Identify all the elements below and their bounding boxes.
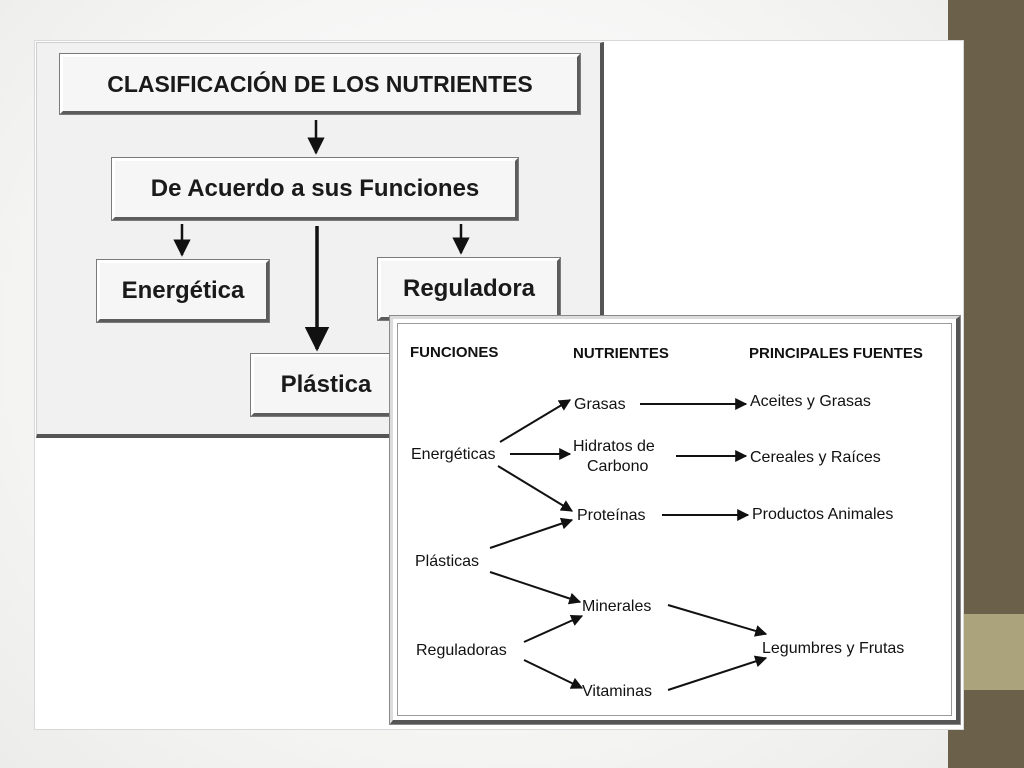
- nutrients-table-diagram: FUNCIONES NUTRIENTES PRINCIPALES FUENTES…: [410, 344, 923, 700]
- function-box-reguladora: Reguladora: [378, 258, 560, 320]
- arrow-reguladoras-minerales: [523, 614, 584, 643]
- arrow-plasticas-minerales: [489, 571, 582, 605]
- nutrient-hidratos-line2: Carbono: [587, 458, 648, 475]
- classification-arrows: [173, 120, 470, 352]
- header-nutrientes: NUTRIENTES: [573, 345, 669, 362]
- function-energeticas: Energéticas: [411, 446, 496, 463]
- function-plasticas: Plásticas: [415, 553, 479, 570]
- arrow-minerales-legumbres: [667, 604, 768, 637]
- function-box-energetica: Energética: [97, 260, 269, 322]
- source-aceites: Aceites y Grasas: [750, 393, 871, 410]
- nutrient-hidratos-line1: Hidratos de: [573, 438, 655, 455]
- arrow-plasticas-proteinas: [489, 517, 574, 549]
- nutrients-table-panel: [390, 316, 960, 724]
- nutrients-table-frame: [397, 323, 952, 716]
- nutrient-grasas: Grasas: [574, 396, 626, 413]
- function-box-plastica: Plástica: [251, 354, 401, 416]
- title-box-label: CLASIFICACIÓN DE LOS NUTRIENTES: [107, 70, 533, 97]
- nutrient-proteinas: Proteínas: [577, 507, 645, 524]
- arrow-energeticas-grasas: [499, 399, 572, 443]
- arrow-reguladoras-vitaminas: [523, 659, 584, 689]
- title-box: CLASIFICACIÓN DE LOS NUTRIENTES: [60, 54, 580, 114]
- function-box-reguladora-label: Reguladora: [402, 275, 536, 302]
- source-productos: Productos Animales: [752, 506, 893, 523]
- criterion-box: De Acuerdo a sus Funciones: [112, 158, 518, 220]
- header-fuentes: PRINCIPALES FUENTES: [749, 345, 923, 362]
- arrow-energeticas-proteinas: [497, 465, 574, 512]
- function-box-plastica-label: Plástica: [280, 371, 372, 398]
- header-funciones: FUNCIONES: [410, 344, 498, 361]
- source-legumbres: Legumbres y Frutas: [762, 640, 904, 657]
- source-cereales: Cereales y Raíces: [750, 449, 881, 466]
- nutrient-minerales: Minerales: [582, 598, 651, 615]
- function-reguladoras: Reguladoras: [416, 642, 507, 659]
- nutrient-vitaminas: Vitaminas: [582, 683, 652, 700]
- criterion-box-label: De Acuerdo a sus Funciones: [150, 175, 480, 202]
- arrow-vitaminas-legumbres: [667, 655, 768, 691]
- function-box-energetica-label: Energética: [121, 277, 245, 304]
- side-accent-block: [964, 614, 1024, 690]
